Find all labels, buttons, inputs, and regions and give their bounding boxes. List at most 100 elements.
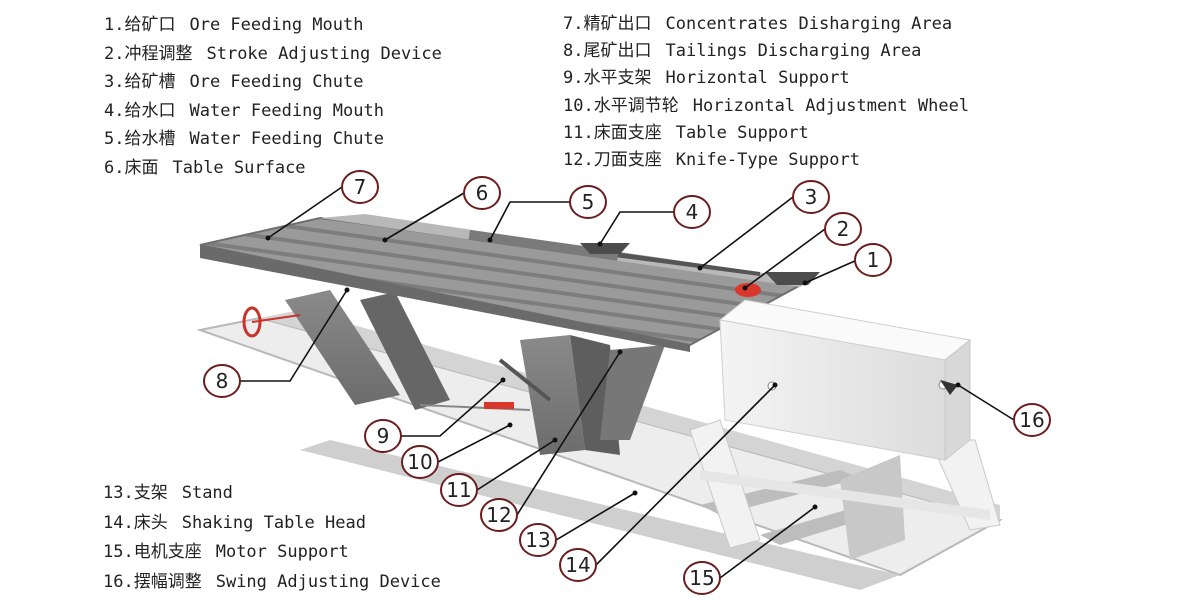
- legend-number: 1.: [104, 15, 125, 35]
- leader-dot: [507, 422, 513, 428]
- leader-dot: [344, 287, 350, 293]
- legend-entry: 12.刀面支座 Knife-Type Support: [563, 150, 969, 177]
- callout-number: 5: [582, 190, 595, 214]
- legend-chinese: 给水槽: [124, 129, 176, 149]
- water-feeding-chute: [468, 229, 619, 261]
- callout-circle: [480, 498, 518, 532]
- leader-dot: [617, 349, 623, 355]
- leader-line: [957, 384, 1015, 421]
- horizontal-adjustment-wheel: [242, 306, 301, 338]
- legend-entry: 11.床面支座 Table Support: [563, 123, 969, 150]
- legend-number: 6.: [104, 157, 125, 178]
- legend-english: Tailings Discharging Area: [665, 41, 922, 62]
- legend-chinese: 水平调节轮: [593, 95, 679, 116]
- leader-dot: [812, 504, 818, 510]
- legend-english: Knife-Type Support: [675, 149, 860, 170]
- callout-circle: [519, 523, 557, 557]
- callout-number: 10: [407, 450, 432, 474]
- legend-english: Horizontal Support: [665, 68, 850, 89]
- leader-line: [401, 379, 504, 437]
- callout-circle: [203, 364, 241, 398]
- legend-chinese: 冲程调整: [124, 43, 193, 64]
- callout-circle: [1013, 403, 1051, 437]
- legend-number: 11.: [563, 122, 594, 143]
- leader-dot: [955, 382, 961, 388]
- legend-english: Ore Feeding Mouth: [189, 15, 364, 35]
- callout-number: 15: [689, 566, 714, 590]
- legend-english: Water Feeding Chute: [189, 129, 384, 149]
- leader-line: [240, 289, 348, 382]
- leader-line: [267, 186, 343, 239]
- leader-dot: [500, 377, 506, 383]
- legend-chinese: 支架: [133, 483, 168, 503]
- callout-circle: [440, 473, 478, 507]
- legend-number: 12.: [563, 149, 594, 170]
- legend-number: 5.: [104, 129, 125, 149]
- callout-number: 7: [354, 175, 367, 199]
- legend-number: 4.: [104, 100, 125, 121]
- leader-dot: [552, 437, 558, 443]
- legend-entry: 14.床头 Shaking Table Head: [103, 513, 441, 543]
- legend-english: Table Surface: [172, 157, 306, 178]
- callout-circle: [824, 212, 862, 246]
- legend-chinese: 水平支架: [583, 68, 652, 89]
- legend-english: Water Feeding Mouth: [189, 100, 384, 121]
- legend-entry: 16.摆幅调整 Swing Adjusting Device: [103, 572, 441, 602]
- legend-chinese: 电机支座: [133, 542, 202, 563]
- leader-line: [516, 351, 621, 516]
- leader-dot: [772, 382, 778, 388]
- table-legs: [285, 290, 665, 455]
- legend-number: 14.: [103, 512, 134, 533]
- stroke-adjusting-device: [735, 283, 761, 297]
- leader-dot: [632, 490, 638, 496]
- callout-circle: [683, 561, 721, 595]
- callout-number: 9: [377, 424, 390, 448]
- legend-chinese: 摆幅调整: [133, 572, 202, 593]
- legend-chinese: 尾矿出口: [583, 41, 652, 62]
- legend-english: Shaking Table Head: [181, 512, 366, 533]
- callout-number: 14: [565, 553, 590, 577]
- leader-line: [489, 201, 570, 241]
- callout-number: 4: [686, 200, 699, 224]
- callout-number: 3: [805, 185, 818, 209]
- horizontal-support-lever: [419, 358, 552, 411]
- leader-line: [599, 211, 674, 245]
- callout-number: 11: [446, 478, 471, 502]
- legend-number: 7.: [563, 14, 584, 34]
- legend-chinese: 刀面支座: [593, 149, 662, 170]
- legend-chinese: 床头: [133, 512, 168, 533]
- callout-circle: [569, 185, 607, 219]
- callout-circle: [792, 180, 830, 214]
- legend-number: 15.: [103, 542, 134, 563]
- legend-english: Swing Adjusting Device: [215, 572, 441, 593]
- callout-number: 12: [486, 503, 511, 527]
- leader-line: [804, 259, 858, 284]
- legend-english: Ore Feeding Chute: [189, 72, 364, 92]
- leader-line: [595, 384, 776, 566]
- leader-dot: [597, 241, 603, 247]
- legend-english: Table Support: [675, 122, 809, 143]
- callout-circle: [401, 445, 439, 479]
- callout-number: 8: [216, 369, 229, 393]
- callout-number: 16: [1019, 408, 1044, 432]
- legend-english: Stand: [181, 483, 233, 503]
- callout-number: 2: [837, 217, 850, 241]
- legend-number: 16.: [103, 572, 134, 593]
- legend-chinese: 床面支座: [593, 122, 662, 143]
- legend-chinese: 给矿口: [124, 15, 176, 35]
- legend-entry: 1.给矿口 Ore Feeding Mouth: [104, 15, 442, 44]
- callout-circle: [364, 419, 402, 453]
- leader-dot: [697, 265, 703, 271]
- legend-english: Stroke Adjusting Device: [206, 43, 442, 64]
- callout-number: 6: [476, 181, 489, 205]
